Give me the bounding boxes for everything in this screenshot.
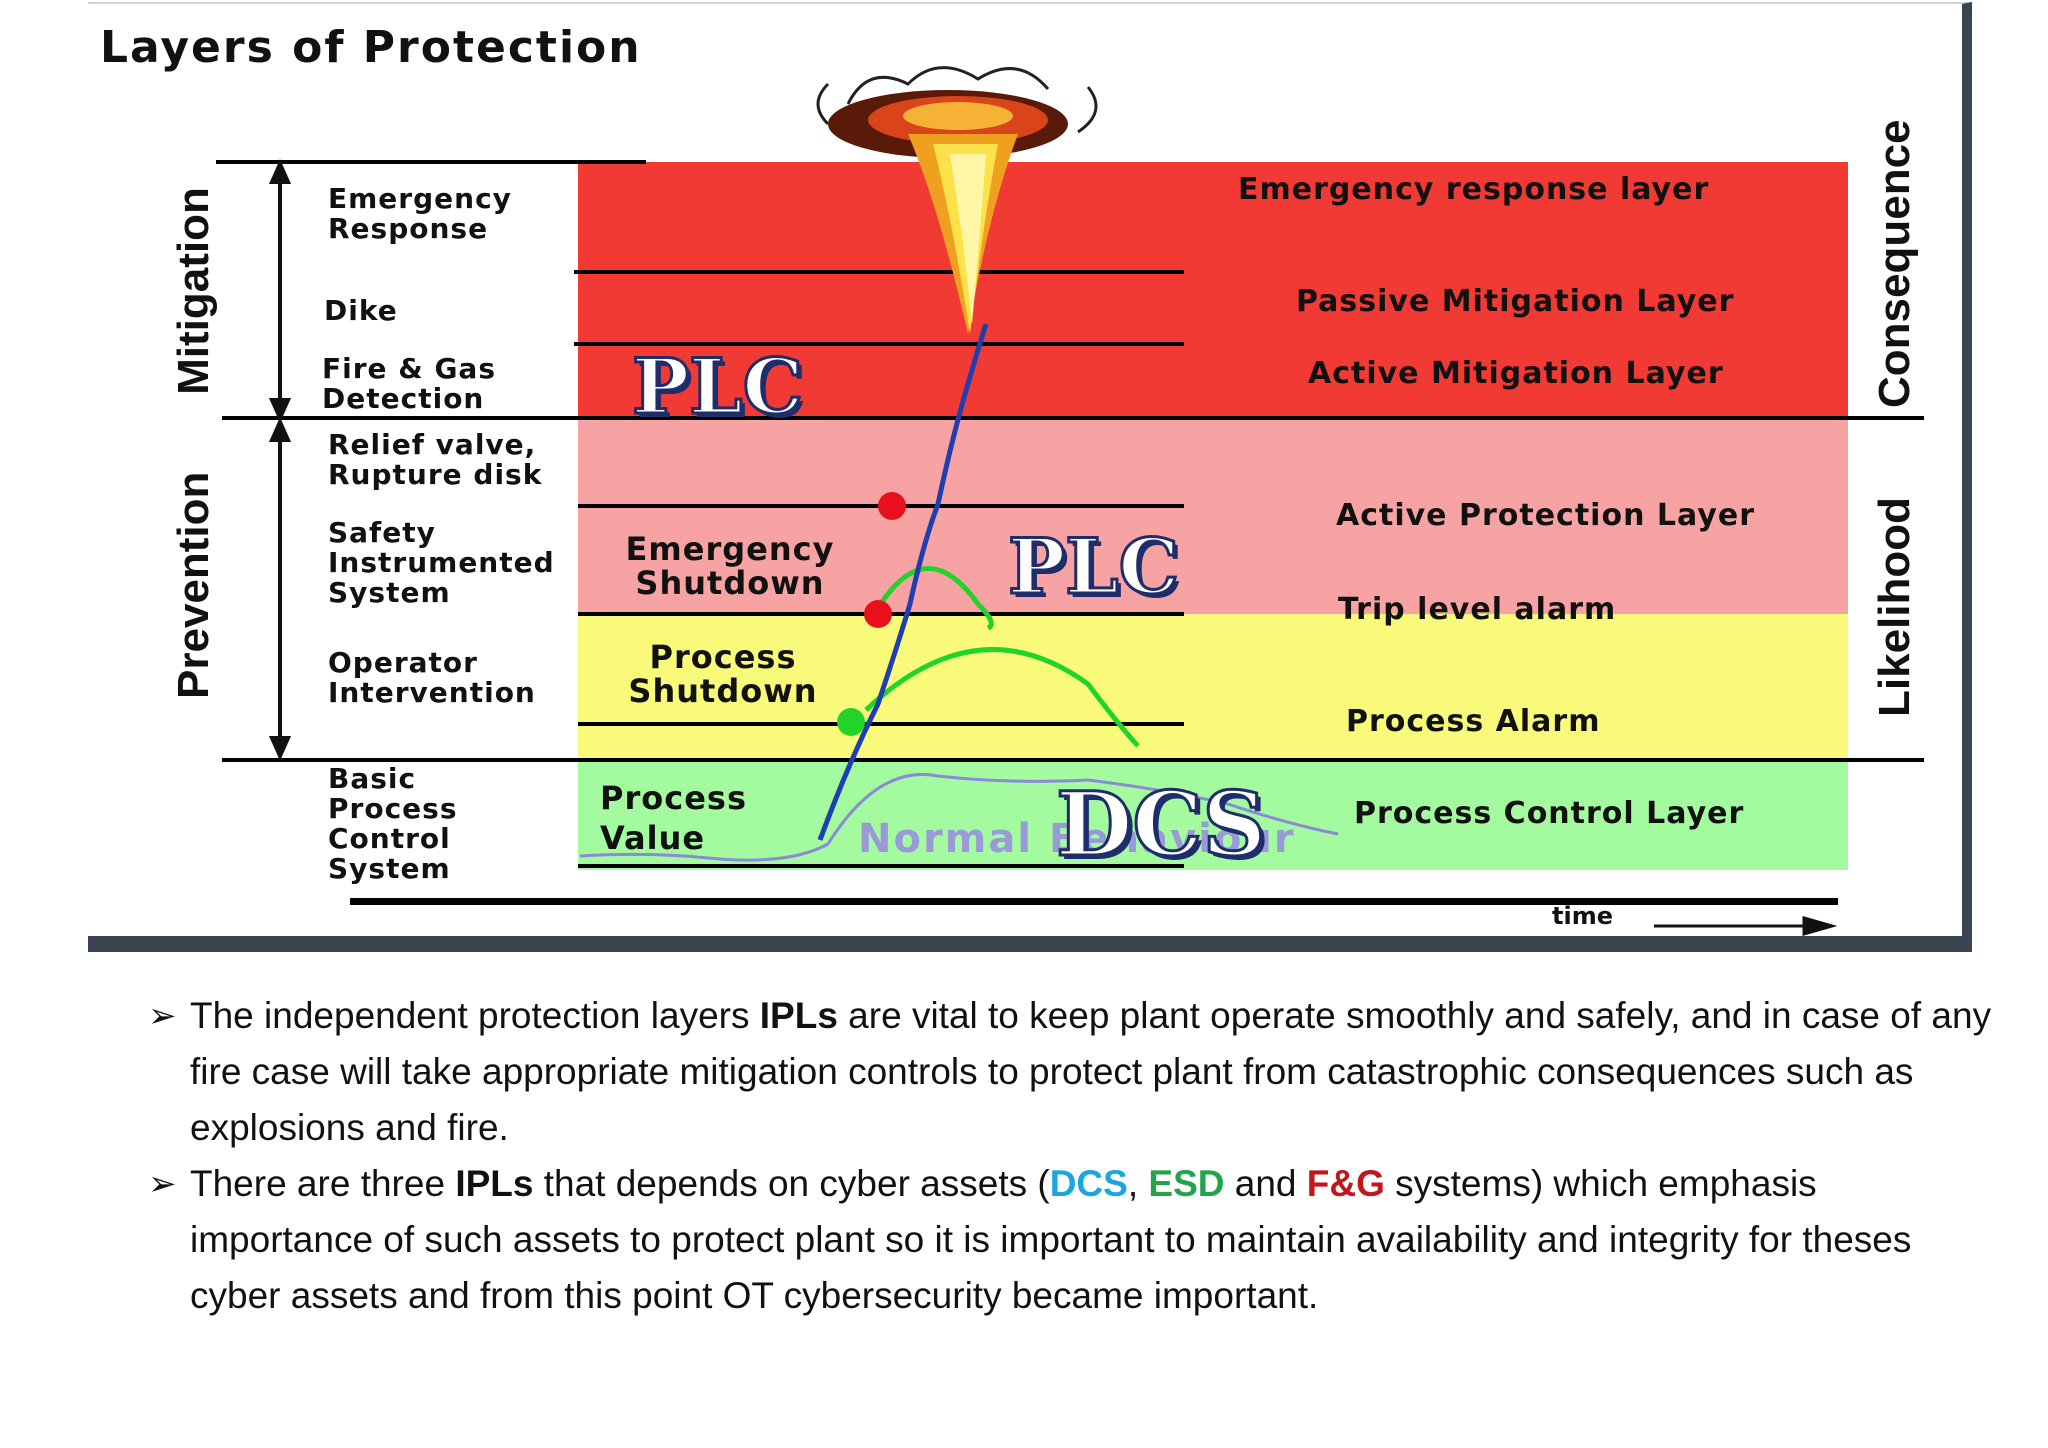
label-emergency-response: Emergency Response <box>328 182 512 245</box>
layer-passive-mitigation: Passive Mitigation Layer <box>1296 284 1735 319</box>
figure-title: Layers of Protection <box>100 22 642 73</box>
line-bpcs-bottom <box>578 864 1184 868</box>
arrow-bullet-icon: ➢ <box>148 997 177 1035</box>
trip-alarm-curve <box>879 566 994 631</box>
time-arrow-icon <box>1654 916 1838 936</box>
bullet2-ipls: IPLs <box>455 1163 534 1204</box>
label-bpcs: Basic Process Control System <box>328 762 458 885</box>
dcs-badge: DCS <box>1055 771 1268 878</box>
line-prevention-bpcs <box>222 758 1924 762</box>
label-process-shutdown: Process Shutdown <box>628 638 818 710</box>
label-dike: Dike <box>324 294 398 327</box>
fg-term: F&G <box>1306 1163 1385 1204</box>
layer-active-mitigation: Active Mitigation Layer <box>1308 356 1724 391</box>
band-red <box>578 162 1848 418</box>
mitigation-arrow <box>268 159 292 423</box>
plc-badge-prevention: PLC <box>1006 521 1180 613</box>
process-value-trajectory <box>817 323 989 841</box>
line-top <box>216 160 646 164</box>
layer-trip-alarm: Trip level alarm <box>1338 592 1617 627</box>
band-pink <box>578 418 1848 614</box>
explosion-icon <box>816 66 1098 334</box>
label-emergency-shutdown: Emergency Shutdown <box>625 530 835 602</box>
prevention-arrow <box>268 417 292 761</box>
sis-trip-marker <box>864 600 892 628</box>
bullet2-text-rest: systems) which emphasis importance of su… <box>190 1163 1912 1316</box>
label-relief: Relief valve, Rupture disk <box>328 428 543 491</box>
comma-sep: , <box>1127 1163 1149 1204</box>
arrow-bullet-icon: ➢ <box>148 1165 177 1203</box>
normal-behaviour-trace <box>579 772 1339 862</box>
band-green <box>578 760 1848 870</box>
line-dike <box>574 270 1184 274</box>
layer-emergency-response: Emergency response layer <box>1238 172 1710 207</box>
esd-term: ESD <box>1148 1163 1225 1204</box>
time-label: time <box>1552 902 1613 930</box>
bullet-item-1: ➢ The independent protection layers IPLs… <box>148 988 1998 1156</box>
time-axis <box>350 898 1838 905</box>
line-fg <box>574 342 1184 346</box>
label-process-value: Process Value <box>600 779 747 857</box>
process-alarm-marker <box>837 708 865 736</box>
diagram-overlay <box>268 66 1838 936</box>
bullet2-text-mid: that depends on cyber assets ( <box>533 1163 1050 1204</box>
relief-trip-marker <box>878 492 906 520</box>
and-sep: and <box>1224 1163 1307 1204</box>
line-operator <box>578 722 1184 726</box>
plc-badge-mitigation: PLC <box>630 341 804 433</box>
protection-layers-figure: Layers of Protection Mitigation Preventi… <box>88 2 1972 952</box>
bullet1-text: The independent protection layers <box>190 995 760 1036</box>
bullet1-text-rest: are vital to keep plant operate smoothly… <box>190 995 1992 1148</box>
bullet2-text: There are three <box>190 1163 456 1204</box>
dcs-term: DCS <box>1049 1163 1128 1204</box>
layer-process-alarm: Process Alarm <box>1346 704 1601 739</box>
label-sis: Safety Instrumented System <box>328 516 555 609</box>
label-normal-behaviour: Normal Behaviour <box>858 816 1296 862</box>
layer-active-protection: Active Protection Layer <box>1336 498 1756 533</box>
process-alarm-curve <box>864 647 1140 748</box>
label-fire-gas: Fire & Gas Detection <box>322 352 496 415</box>
band-yellow <box>578 614 1848 760</box>
bullet-list: ➢ The independent protection layers IPLs… <box>148 988 1998 1324</box>
bullet-item-2: ➢ There are three IPLs that depends on c… <box>148 1156 1998 1324</box>
line-mitigation-prevention <box>222 416 1924 420</box>
layer-process-control: Process Control Layer <box>1354 796 1745 831</box>
bullet1-ipls: IPLs <box>759 995 838 1036</box>
label-operator: Operator Intervention <box>328 646 536 709</box>
